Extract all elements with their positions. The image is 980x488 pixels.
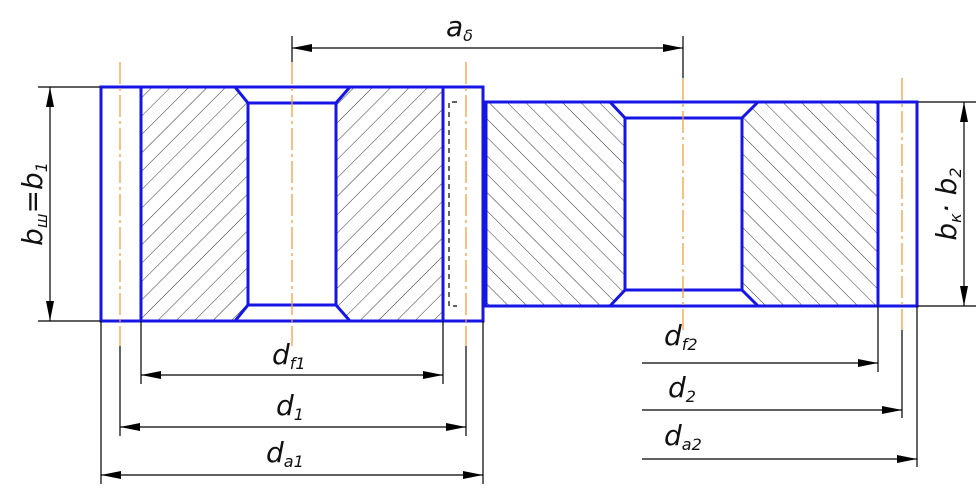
- mesh-dashed-bracket: [448, 101, 457, 307]
- left-gear-hatch-right: [336, 87, 443, 321]
- center-distance-label: aδ: [446, 10, 473, 45]
- d2-label: d2: [668, 371, 696, 406]
- left-bore: [231, 85, 354, 323]
- da1-label: da1: [266, 436, 304, 471]
- da2-label: da2: [664, 419, 702, 454]
- df1-label: df1: [272, 338, 306, 373]
- df2-label: df2: [664, 319, 698, 354]
- d1-label: d1: [276, 389, 304, 424]
- width-left-label: bш=b1: [16, 162, 51, 246]
- right-gear-hatch-left: [486, 102, 625, 306]
- right-bore: [606, 100, 762, 308]
- left-gear-hatch-left: [141, 87, 248, 321]
- dimension-labels: aδ bш=b1 bк· b2 df1 d1 da1 df2 d2 da2: [16, 10, 965, 471]
- center-lines: [119, 62, 903, 346]
- right-gear-hatch-right: [742, 102, 878, 306]
- width-right-label: bк· b2: [930, 167, 965, 240]
- hatched-sections: [141, 87, 878, 321]
- dimensions: [38, 36, 976, 484]
